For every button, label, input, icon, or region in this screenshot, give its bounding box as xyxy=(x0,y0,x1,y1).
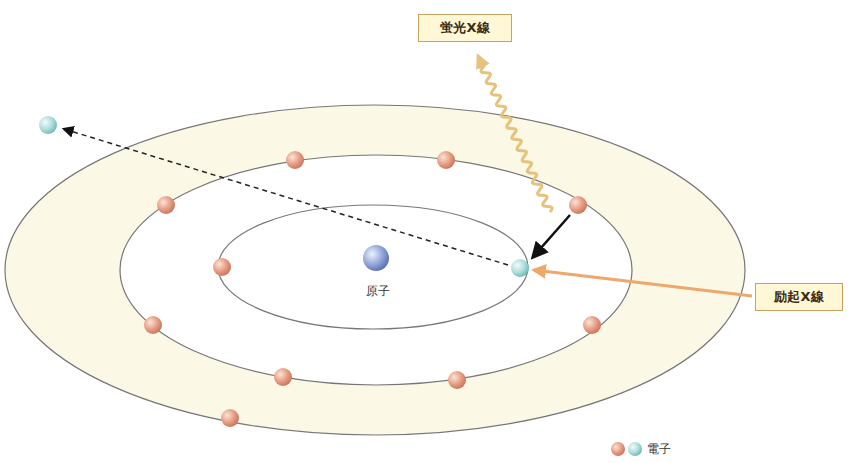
fluorescent-xray-wave xyxy=(478,56,552,212)
nucleus xyxy=(363,245,389,271)
outer-shell xyxy=(5,105,745,435)
legend-text: 電子 xyxy=(647,441,671,458)
callout-text: 蛍光X線 xyxy=(440,19,489,37)
electrons xyxy=(39,116,601,427)
middle-shell xyxy=(120,155,632,385)
inner-shell xyxy=(218,205,528,329)
electron-transition xyxy=(533,215,570,257)
callout-box: 蛍光X線 xyxy=(418,14,512,42)
legend-electron-cyan xyxy=(628,442,642,456)
legend-electron-pink xyxy=(611,442,625,456)
callout-text: 励起X線 xyxy=(774,288,823,306)
nucleus-label: 原子 xyxy=(366,283,390,300)
ejected-electron-path xyxy=(64,129,508,265)
callout-box: 励起X線 xyxy=(755,283,843,311)
excitation-xray-arrow xyxy=(534,270,752,296)
